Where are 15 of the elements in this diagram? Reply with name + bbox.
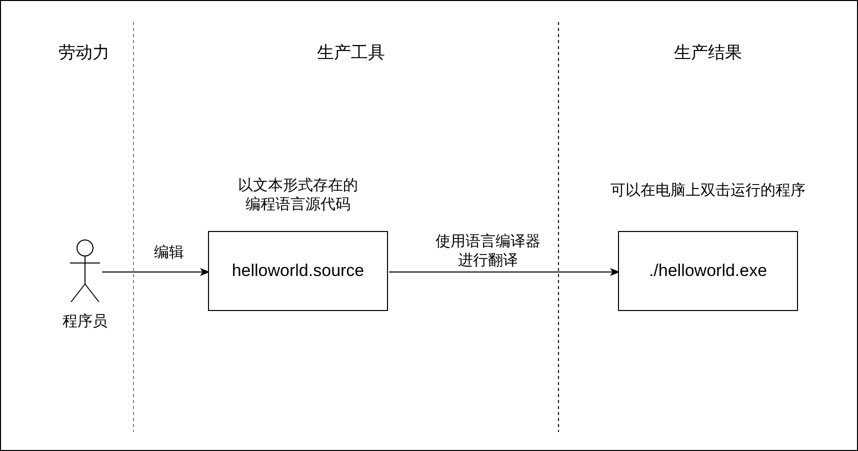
node-caption: 可以在电脑上双击运行的程序 <box>610 181 806 200</box>
column-heading: 生产结果 <box>674 43 742 63</box>
node-caption: 程序员 <box>62 312 108 331</box>
node-caption: 以文本形式存在的编程语言源代码 <box>238 176 358 214</box>
process-box <box>618 231 798 311</box>
process-box <box>208 231 388 311</box>
arrow <box>388 268 620 276</box>
node-label: ./helloworld.exe <box>648 260 768 282</box>
stick-figure-icon <box>69 239 101 303</box>
edge-label: 使用语言编译器进行翻译 <box>435 232 541 270</box>
column-heading: 生产工具 <box>317 43 385 63</box>
node-label: helloworld.source <box>232 260 364 282</box>
edge-label: 编辑 <box>154 243 184 262</box>
arrow <box>102 268 210 276</box>
column-heading: 劳动力 <box>58 43 110 63</box>
